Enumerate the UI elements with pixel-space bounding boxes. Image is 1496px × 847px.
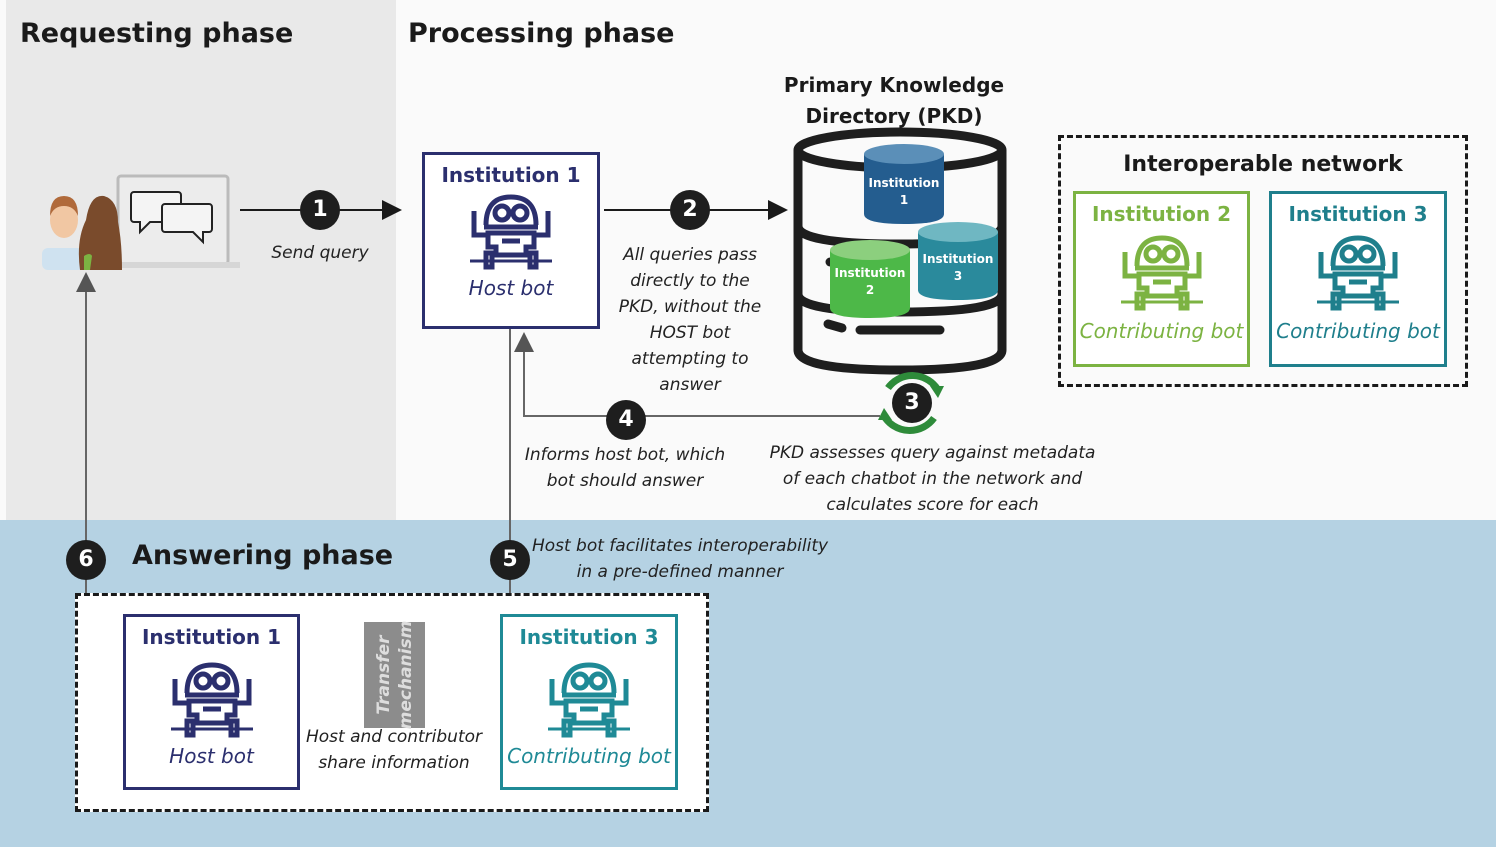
cyl-line: 2 bbox=[865, 283, 875, 297]
desc-line: directly to the bbox=[630, 271, 750, 291]
answering-phase-title: Answering phase bbox=[132, 540, 394, 571]
user-icon bbox=[42, 174, 240, 270]
database-icon bbox=[793, 127, 1007, 375]
cyl-line: Institution bbox=[868, 176, 940, 190]
transfer-mechanism-block: Transfer mechanism bbox=[364, 621, 425, 730]
processing-phase-title: Processing phase bbox=[408, 18, 675, 49]
cyl-line: 3 bbox=[953, 269, 963, 283]
pkd-cylinder-1 bbox=[864, 144, 944, 224]
bot-label: Host bot bbox=[169, 744, 254, 768]
desc-line: Host bot facilitates interoperability bbox=[531, 536, 829, 556]
desc-line: Host and contributor bbox=[305, 727, 483, 747]
institution-title: Institution 2 bbox=[1091, 202, 1232, 226]
step-1-badge: 1 bbox=[300, 190, 340, 230]
institution-title: Institution 3 bbox=[519, 625, 659, 649]
pkd-cylinder-2-label: Institution 2 bbox=[830, 265, 910, 299]
desc-line: PKD, without the bbox=[618, 297, 762, 317]
desc-line: HOST bot bbox=[649, 323, 731, 343]
requesting-phase-title: Requesting phase bbox=[20, 18, 294, 49]
step-4-description: Informs host bot, which bot should answe… bbox=[515, 442, 735, 494]
interoperable-network-container bbox=[1058, 135, 1468, 387]
desc-line: All queries pass bbox=[623, 245, 757, 265]
transfer-line: Transfer bbox=[373, 635, 394, 715]
pkd-cylinder-2 bbox=[830, 240, 910, 318]
cyl-line: 1 bbox=[899, 193, 909, 207]
pkd-title-line: Primary Knowledge bbox=[783, 73, 1005, 97]
desc-line: attempting to bbox=[631, 349, 749, 369]
bot-label: Host bot bbox=[468, 276, 554, 300]
step-6-badge: 6 bbox=[66, 540, 106, 580]
pkd-cylinder-1-label: Institution 1 bbox=[864, 175, 944, 209]
cyl-line: Institution bbox=[834, 266, 906, 280]
desc-line: share information bbox=[318, 753, 470, 773]
desc-line: PKD assesses query against metadata bbox=[769, 443, 1096, 463]
step-3-description: PKD assesses query against metadata of e… bbox=[760, 440, 1105, 518]
desc-line: Informs host bot, which bbox=[524, 445, 726, 465]
step-5-badge: 5 bbox=[490, 540, 530, 580]
robot-icon bbox=[1317, 235, 1399, 311]
step-3-badge: 3 bbox=[892, 383, 932, 423]
pkd-title-line: Directory (PKD) bbox=[805, 104, 983, 128]
desc-line: calculates score for each bbox=[826, 495, 1039, 515]
pkd-title: Primary Knowledge Directory (PKD) bbox=[780, 70, 1008, 132]
desc-line: in a pre-defined manner bbox=[576, 562, 784, 582]
answering-contributor-institution-card: Institution 3 Contributing bot bbox=[500, 614, 678, 790]
cyl-line: Institution bbox=[922, 252, 994, 266]
users-laptop-illustration bbox=[40, 170, 240, 275]
desc-line: bot should answer bbox=[546, 471, 704, 491]
bot-label: Contributing bot bbox=[507, 744, 671, 768]
network-institution-2-card: Institution 2 Contributing bot bbox=[1073, 191, 1250, 367]
answering-host-institution-card: Institution 1 Host bot bbox=[123, 614, 300, 790]
institution-title: Institution 1 bbox=[441, 163, 581, 187]
desc-line: answer bbox=[659, 375, 721, 395]
institution-title: Institution 1 bbox=[141, 625, 282, 649]
robot-icon bbox=[470, 194, 552, 270]
network-institution-3-card: Institution 3 Contributing bot bbox=[1269, 191, 1447, 367]
step-2-badge: 2 bbox=[670, 190, 710, 230]
step-4-badge: 4 bbox=[606, 400, 646, 440]
step-5-description: Host bot facilitates interoperability in… bbox=[530, 533, 830, 585]
pkd-cylinder-3-label: Institution 3 bbox=[918, 251, 998, 285]
share-information-description: Host and contributor share information bbox=[296, 724, 492, 776]
transfer-line: mechanism bbox=[395, 620, 416, 730]
arrow-step-4 bbox=[514, 332, 880, 417]
interoperable-network-title: Interoperable network bbox=[1123, 152, 1403, 177]
desc-line: of each chatbot in the network and bbox=[782, 469, 1083, 489]
transfer-mechanism-label: Transfer mechanism bbox=[373, 621, 417, 730]
pkd-cylinder-3 bbox=[918, 222, 998, 300]
robot-icon bbox=[170, 662, 253, 738]
refresh-cycle-icon bbox=[878, 372, 944, 434]
robot-icon bbox=[1120, 235, 1203, 311]
processing-host-institution-card: Institution 1 Host bot bbox=[422, 152, 600, 329]
bot-label: Contributing bot bbox=[1079, 319, 1244, 343]
step-2-description: All queries pass directly to the PKD, wi… bbox=[600, 242, 780, 398]
institution-title: Institution 3 bbox=[1288, 202, 1428, 226]
robot-icon bbox=[548, 662, 630, 738]
step-1-description: Send query bbox=[271, 243, 369, 263]
bot-label: Contributing bot bbox=[1276, 319, 1440, 343]
